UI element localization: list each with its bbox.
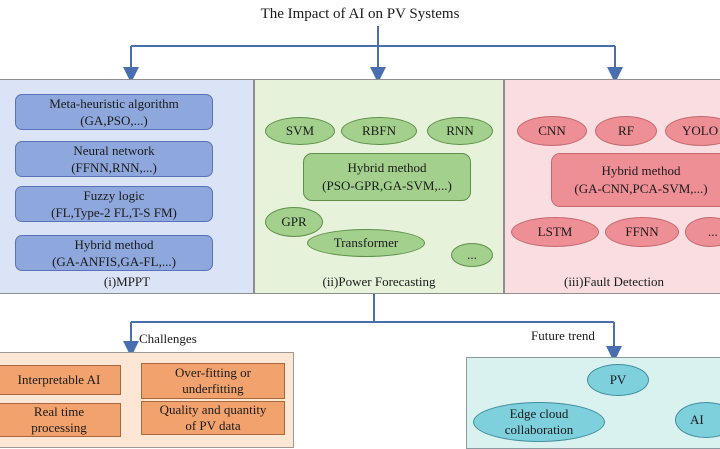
challenge-item-text: Real time: [33, 404, 85, 419]
gpr-node: GPR: [265, 207, 323, 237]
mppt-item: Hybrid method (GA-ANFIS,GA-FL,...): [15, 235, 213, 271]
fault-hybrid-detail: (GA-CNN,PCA-SVM,...): [574, 181, 708, 196]
ai-node: AI: [675, 402, 720, 438]
edge-cloud-detail: collaboration: [504, 422, 574, 437]
challenge-item-text: Quality and quantity: [159, 402, 267, 417]
diagram-title: The Impact of AI on PV Systems: [260, 6, 460, 22]
mppt-item-title: Meta-heuristic algorithm: [49, 96, 179, 111]
challenge-item-text: Over-fitting or: [175, 365, 251, 380]
fault-caption: (iii)Fault Detection: [563, 274, 664, 289]
ffnn-node: FFNN: [605, 217, 679, 247]
forecast-hybrid-title: Hybrid method: [347, 160, 427, 175]
forecast-hybrid-detail: (PSO-GPR,GA-SVM,...): [322, 178, 452, 193]
future-trend-label: Future trend: [531, 328, 595, 343]
yolo-node: YOLO: [665, 116, 720, 146]
mppt-panel: Meta-heuristic algorithm (GA,PSO,...) Neu…: [0, 79, 254, 294]
edge-cloud-title: Edge cloud: [509, 406, 569, 421]
challenge-item: Interpretable AI: [0, 365, 121, 395]
mppt-item-detail: (FL,Type-2 FL,T-S FM): [51, 205, 177, 220]
cnn-node: CNN: [517, 116, 587, 146]
fault-more-node: ...: [685, 217, 720, 247]
transformer-node: Transformer: [307, 229, 425, 257]
mppt-item-title: Neural network: [73, 143, 155, 158]
rbfn-node: RBFN: [341, 117, 417, 145]
forecast-caption: (ii)Power Forecasting: [322, 274, 436, 289]
challenges-label: Challenges: [139, 331, 197, 346]
fault-panel: CNN RF YOLO Hybrid method (GA-CNN,PCA-SVM…: [504, 79, 720, 294]
fault-hybrid-box: Hybrid method (GA-CNN,PCA-SVM,...): [551, 153, 720, 207]
rf-node: RF: [595, 116, 657, 146]
rnn-node: RNN: [427, 117, 493, 145]
mppt-item-detail: (GA,PSO,...): [80, 113, 148, 128]
fault-hybrid-title: Hybrid method: [601, 163, 681, 178]
mppt-item-detail: (GA-ANFIS,GA-FL,...): [52, 254, 176, 269]
mppt-item: Neural network (FFNN,RNN,...): [15, 141, 213, 177]
lstm-node: LSTM: [511, 217, 599, 247]
forecast-more-node: ...: [451, 243, 493, 267]
mppt-caption: (i)MPPT: [103, 274, 151, 289]
challenge-item-text: Interpretable AI: [17, 372, 101, 387]
forecast-hybrid-box: Hybrid method (PSO-GPR,GA-SVM,...): [303, 153, 471, 201]
challenge-item-text: processing: [31, 420, 87, 435]
challenge-item-text: underfitting: [182, 381, 244, 396]
mppt-item: Meta-heuristic algorithm (GA,PSO,...): [15, 94, 213, 130]
pv-node: PV: [587, 364, 649, 396]
mppt-item-title: Hybrid method: [74, 237, 154, 252]
mppt-item-title: Fuzzy logic: [83, 188, 145, 203]
svm-node: SVM: [265, 117, 335, 145]
mppt-item-detail: (FFNN,RNN,...): [71, 160, 157, 175]
mppt-item: Fuzzy logic (FL,Type-2 FL,T-S FM): [15, 186, 213, 222]
forecast-panel: SVM RBFN RNN Hybrid method (PSO-GPR,GA-SV…: [254, 79, 504, 294]
challenge-item-text: of PV data: [185, 418, 241, 433]
